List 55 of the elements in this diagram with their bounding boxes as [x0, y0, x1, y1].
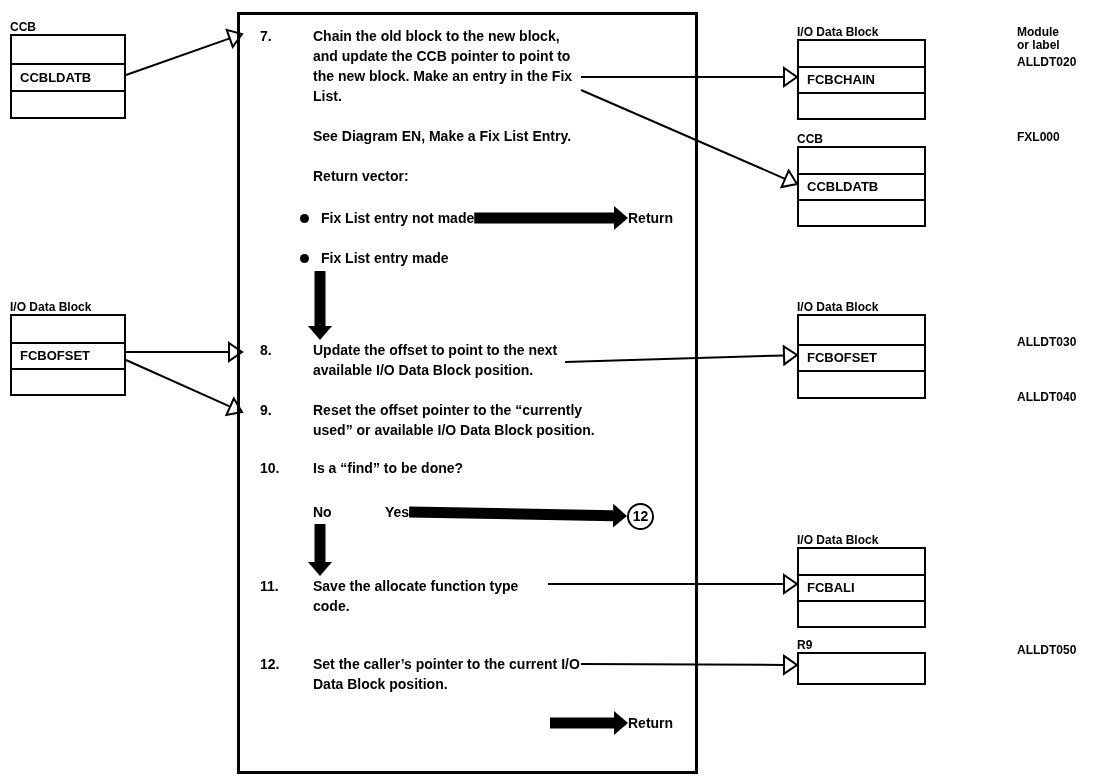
step-text: Is a “find” to be done? [313, 459, 464, 478]
module-label: ALLDT040 [1017, 391, 1078, 404]
step-text: Chain the old block to the new block, and update the CCB pointer to point to the new block. Make an entry in the Fix List. [313, 27, 574, 106]
arrow [564, 345, 798, 366]
option-text: Fix List entry made [321, 249, 449, 268]
step-text: Set the caller’s pointer to the current I/O Data Block position. [313, 655, 581, 694]
module-label: ALLDT030 [1017, 336, 1078, 349]
arrow [125, 342, 243, 362]
step-text: Return vector: [313, 167, 409, 186]
step-number: 10. [260, 459, 281, 478]
step-number: 7. [260, 27, 273, 46]
module-label: ALLDT020 [1017, 56, 1078, 69]
step-number: 12. [260, 655, 281, 674]
flow-text: No [313, 503, 332, 522]
step-number: 9. [260, 401, 273, 420]
module-label: ALLDT050 [1017, 644, 1078, 657]
step-number: 8. [260, 341, 273, 360]
module-label: Module or label [1017, 26, 1061, 52]
field-name: FCBCHAIN [807, 71, 875, 90]
block-title: I/O Data Block [10, 300, 92, 314]
block-title: CCB [797, 132, 823, 146]
arrow [580, 67, 798, 87]
arrow [125, 359, 243, 416]
flow-text: Return [628, 209, 674, 228]
data-block [797, 638, 926, 682]
flow-text: Return [628, 714, 674, 733]
arrow [580, 654, 798, 675]
data-block [10, 20, 126, 117]
step-text: See Diagram EN, Make a Fix List Entry. [313, 127, 572, 146]
arrow [125, 28, 243, 76]
block-title: R9 [797, 638, 813, 652]
module-label: FXL000 [1017, 131, 1061, 144]
process-frame [237, 12, 698, 774]
block-title: CCB [10, 20, 36, 34]
arrow [474, 206, 628, 230]
step-text: Update the offset to point to the next available I/O Data Block position. [313, 341, 559, 380]
arrow [547, 574, 798, 594]
option-text: Fix List entry not made [321, 209, 475, 228]
field-name: FCBOFSET [20, 347, 91, 366]
field-name: FCBOFSET [807, 349, 878, 368]
step-text: Reset the offset pointer to the “currently used” or available I/O Data Block position. [313, 401, 596, 440]
block-title: I/O Data Block [797, 25, 879, 39]
arrow [409, 503, 627, 528]
arrow [308, 524, 332, 576]
flow-text: Yes [385, 503, 410, 522]
arrow [580, 89, 798, 189]
field-name: FCBALI [807, 579, 855, 598]
step-text: Save the allocate function type code. [313, 577, 520, 616]
block-title: I/O Data Block [797, 533, 879, 547]
arrow [308, 271, 332, 340]
field-name: CCBLDATB [20, 68, 92, 87]
arrow [550, 711, 628, 735]
block-title: I/O Data Block [797, 300, 879, 314]
step-number: 11. [260, 577, 280, 596]
field-name: CCBLDATB [807, 178, 879, 197]
